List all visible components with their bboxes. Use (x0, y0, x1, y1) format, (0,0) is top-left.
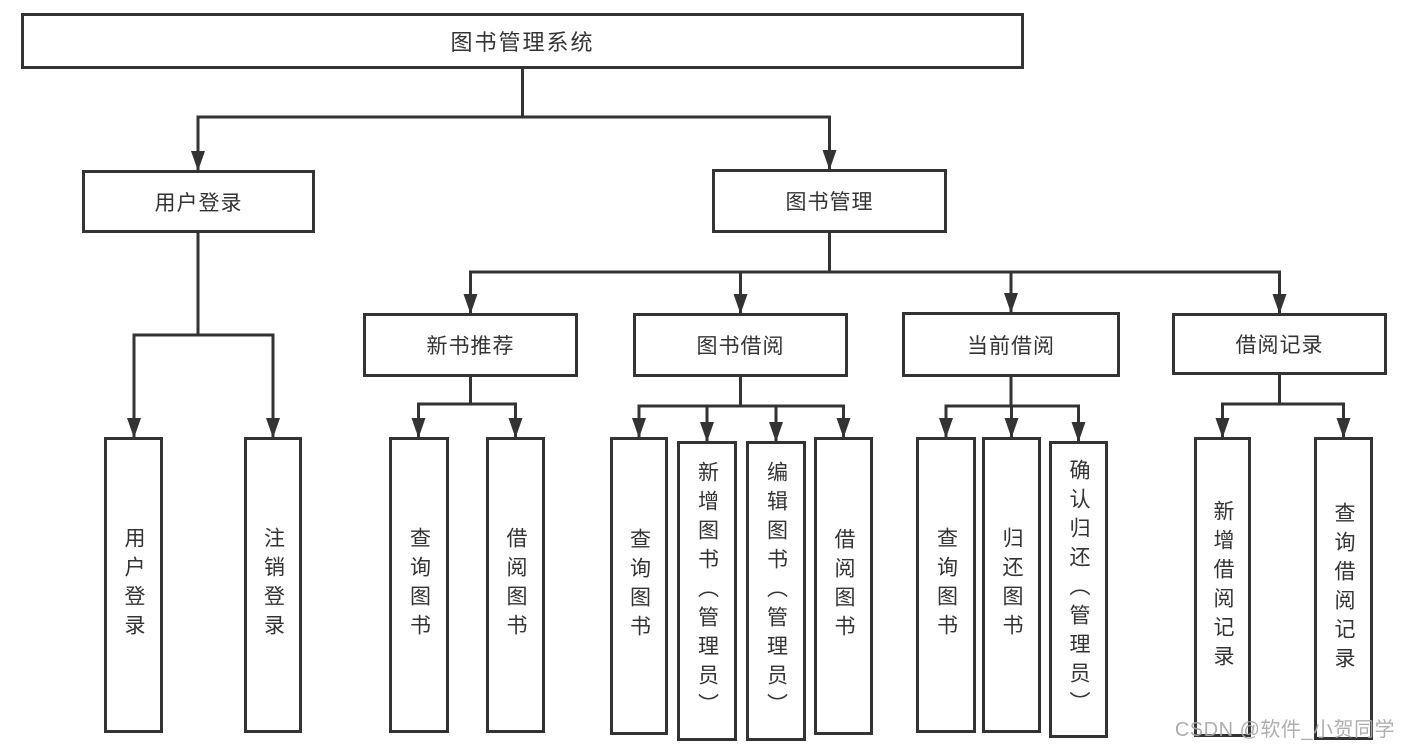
leaf-query-books-under-borrow: 查询图书 (610, 437, 668, 735)
leaf-borrow-books-under-recommend: 借阅图书 (486, 437, 545, 733)
node-label: 确认归还（管理员） (1067, 459, 1090, 720)
node-label: 新增借阅记录 (1211, 500, 1234, 674)
node-book-borrow: 图书借阅 (633, 313, 848, 377)
node-library-management-system: 图书管理系统 (21, 13, 1024, 69)
node-label: 注销登录 (261, 527, 285, 643)
node-borrow-records: 借阅记录 (1172, 313, 1387, 375)
leaf-add-borrow-record: 新增借阅记录 (1194, 437, 1251, 737)
node-label: 编辑图书（管理员） (764, 460, 788, 722)
leaf-add-book-admin: 新增图书（管理员） (677, 441, 737, 741)
csdn-watermark: CSDN @软件_小贺同学 (1174, 719, 1395, 741)
node-label: 借阅图书 (504, 527, 527, 643)
leaf-edit-book-admin: 编辑图书（管理员） (746, 441, 806, 741)
node-label: 归还图书 (1000, 527, 1023, 643)
node-label: 查询图书 (934, 527, 958, 643)
leaf-logout-login: 注销登录 (244, 437, 302, 733)
leaf-query-borrow-record: 查询借阅记录 (1314, 437, 1373, 740)
leaf-query-books-under-recommend: 查询图书 (389, 437, 449, 733)
node-label: 用户登录 (154, 191, 243, 215)
leaf-return-book: 归还图书 (982, 437, 1041, 733)
leaf-confirm-return-admin: 确认归还（管理员） (1049, 441, 1108, 738)
node-user-login: 用户登录 (82, 170, 315, 233)
node-label: 查询图书 (407, 527, 431, 643)
leaf-user-login: 用户登录 (104, 437, 163, 733)
node-current-borrow: 当前借阅 (902, 312, 1120, 377)
leaf-borrow-books-under-borrow: 借阅图书 (814, 437, 873, 735)
node-book-management: 图书管理 (712, 169, 947, 233)
node-label: 图书管理 (785, 191, 874, 214)
node-label: 借阅记录 (1235, 334, 1324, 357)
node-label: 图书管理系统 (450, 30, 595, 55)
node-label: 新增图书（管理员） (695, 460, 719, 722)
node-label: 查询图书 (627, 528, 651, 644)
node-label: 借阅图书 (832, 528, 855, 644)
node-label: 新书推荐 (426, 335, 515, 358)
node-label: 当前借阅 (967, 334, 1055, 358)
node-label: 查询借阅记录 (1332, 501, 1355, 676)
leaf-query-books-under-current: 查询图书 (916, 437, 976, 733)
node-new-book-recommend: 新书推荐 (363, 313, 578, 377)
node-label: 图书借阅 (696, 335, 785, 358)
node-label: 用户登录 (122, 527, 145, 643)
